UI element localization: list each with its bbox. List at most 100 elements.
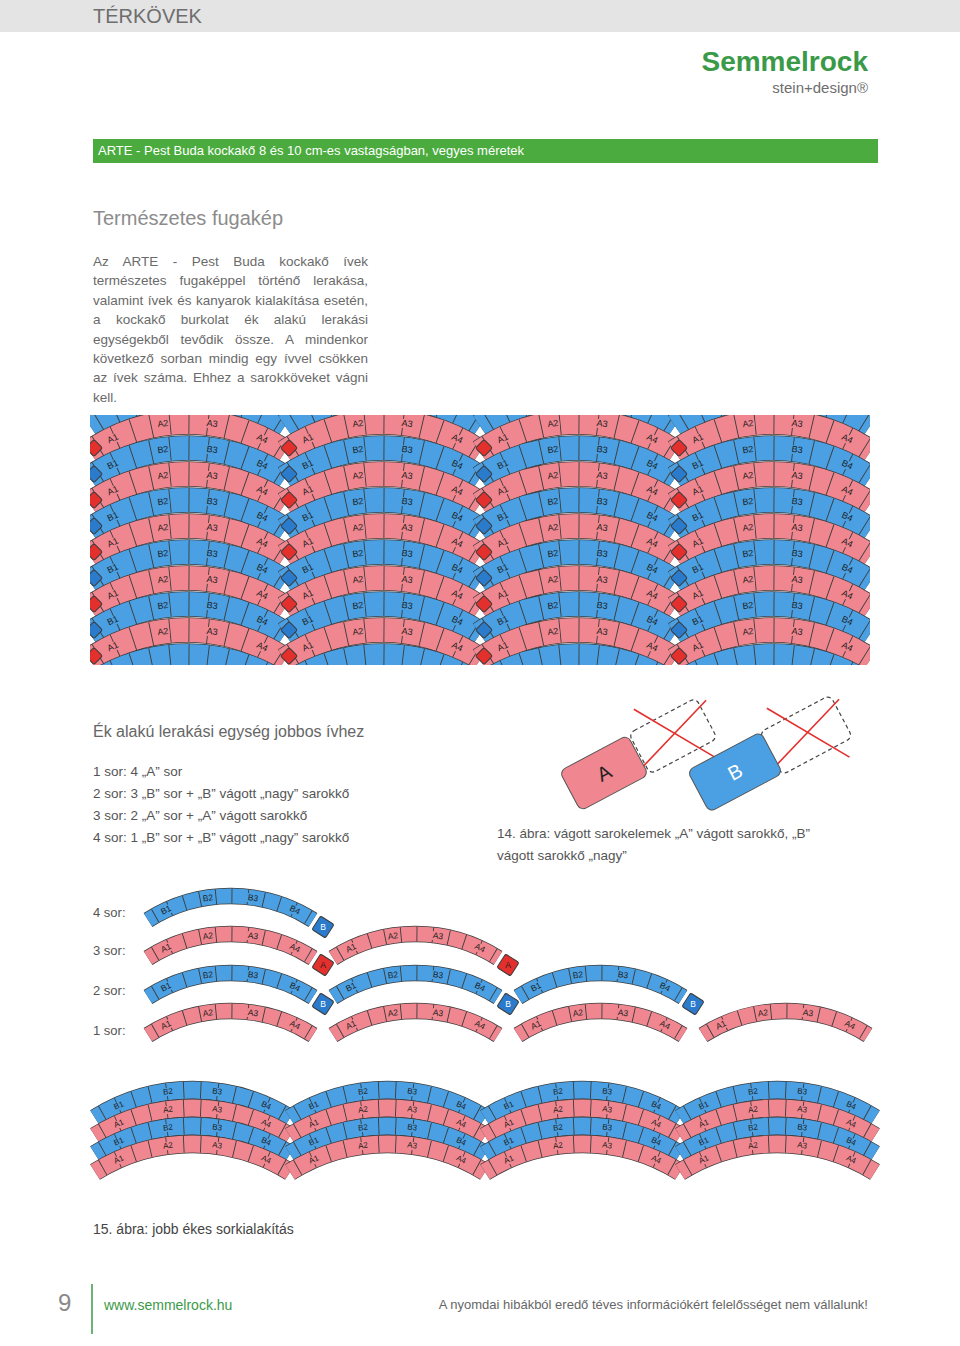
cut-stone-code: A [319, 961, 327, 970]
stone-code: B3 [790, 496, 804, 507]
page-heading: Természetes fugakép [93, 207, 283, 230]
stone-code: B2 [156, 600, 170, 611]
stone-code: B2 [351, 600, 365, 611]
row-arc [680, 1144, 875, 1172]
stone-code: B3 [246, 893, 260, 903]
stone-code: B3 [595, 444, 609, 455]
stone-code: A2 [747, 1105, 760, 1115]
stone-code: B3 [246, 970, 260, 980]
cut-stone [90, 596, 102, 613]
disclaimer: A nyomdai hibákból eredő téves informáci… [439, 1297, 868, 1312]
cut-stone [671, 518, 688, 535]
stone-code: A3 [205, 470, 219, 481]
stone-code: A2 [386, 931, 400, 941]
stone-code: A3 [601, 1141, 614, 1151]
stone-code: A2 [156, 574, 170, 585]
stone-code: A2 [741, 626, 755, 637]
stone-code: B2 [741, 600, 755, 611]
stone-code: B2 [546, 600, 560, 611]
stone-code: A3 [211, 1105, 224, 1115]
stone-code: A2 [756, 1008, 770, 1018]
cut-stone [281, 570, 298, 587]
row-arc [148, 1011, 313, 1035]
cut-stone [671, 466, 688, 483]
cut-stone [90, 466, 102, 483]
stone-code: B3 [601, 1123, 614, 1133]
stone-code: B2 [201, 970, 215, 980]
row-arc [333, 973, 498, 997]
row-arc-edge [148, 934, 313, 958]
stone-code: A3 [616, 1008, 630, 1018]
shape-text: B [724, 760, 745, 784]
stone-code: A3 [400, 470, 414, 481]
cut-stone [476, 440, 493, 457]
stone-code: A2 [201, 931, 215, 941]
cut-stone [281, 544, 298, 561]
stone-code: A3 [246, 1008, 260, 1018]
stone-code: B3 [205, 496, 219, 507]
cut-stone [90, 648, 102, 665]
footer-divider [91, 1284, 93, 1334]
stone-code: B3 [406, 1123, 419, 1133]
stone-code: A2 [546, 418, 560, 429]
row-arc-joints [703, 1011, 868, 1035]
stone-row [90, 656, 285, 665]
row-arc-edge [680, 1144, 875, 1172]
stone-code: B3 [616, 970, 630, 980]
cut-stone [281, 492, 298, 509]
row-label: 1 sor: [93, 1023, 126, 1038]
stone-code: A3 [400, 522, 414, 533]
cut-stone [497, 993, 519, 1015]
stone-code: A2 [741, 418, 755, 429]
shape-text: A [593, 761, 614, 785]
stone-code: A3 [400, 626, 414, 637]
stone-row-joints [480, 656, 675, 665]
row-arc-edge [518, 1011, 683, 1035]
stone-code: A2 [747, 1141, 760, 1151]
row-arc-edge [148, 973, 313, 997]
stone-code: A3 [246, 931, 260, 941]
cut-stone [476, 544, 493, 561]
cut-stone [90, 518, 102, 535]
stone-code: A2 [741, 574, 755, 585]
stone-code: A3 [595, 418, 609, 429]
paving-fan-pattern [90, 415, 870, 665]
cut-stone [90, 544, 102, 561]
cut-stone [90, 492, 102, 509]
stone-code: A2 [546, 574, 560, 585]
cut-stone [312, 916, 334, 938]
stone-code: B3 [400, 548, 414, 559]
cut-stone [671, 544, 688, 561]
stone-code: B2 [357, 1123, 370, 1133]
brand-tagline: stein+design® [772, 79, 868, 96]
brand-logo: Semmelrock [701, 46, 868, 78]
stone-code: B2 [156, 548, 170, 559]
stone-code: A2 [546, 626, 560, 637]
row-arc [290, 1144, 485, 1172]
cut-stone [312, 954, 334, 976]
cut-stone [682, 993, 704, 1015]
stone-code: A2 [741, 522, 755, 533]
stone-code: A3 [205, 522, 219, 533]
stone-code: A2 [201, 1008, 215, 1018]
cut-stone-b: B [687, 731, 784, 813]
cut-stone [476, 648, 493, 665]
stone-code: A3 [790, 470, 804, 481]
stone-code: A2 [156, 626, 170, 637]
stone-code: B3 [205, 444, 219, 455]
stone-code: A2 [546, 470, 560, 481]
cut-stone [281, 466, 298, 483]
row-arc [148, 934, 313, 958]
stone-code: B2 [351, 444, 365, 455]
row-arc [485, 1144, 680, 1172]
stone-code: B3 [790, 444, 804, 455]
stone-code: B2 [747, 1087, 760, 1097]
row-rule: 2 sor: 3 „B” sor + „B” vágott „nagy” sar… [93, 786, 349, 801]
stone-code: B3 [205, 600, 219, 611]
stone-code: A2 [546, 522, 560, 533]
stone-code: A3 [431, 931, 445, 941]
stone-code: B2 [741, 444, 755, 455]
figure-caption: 14. ábra: vágott sarokelemek „A” vágott … [497, 823, 842, 867]
stone-code: A3 [801, 1008, 815, 1018]
stone-code: A3 [406, 1141, 419, 1151]
